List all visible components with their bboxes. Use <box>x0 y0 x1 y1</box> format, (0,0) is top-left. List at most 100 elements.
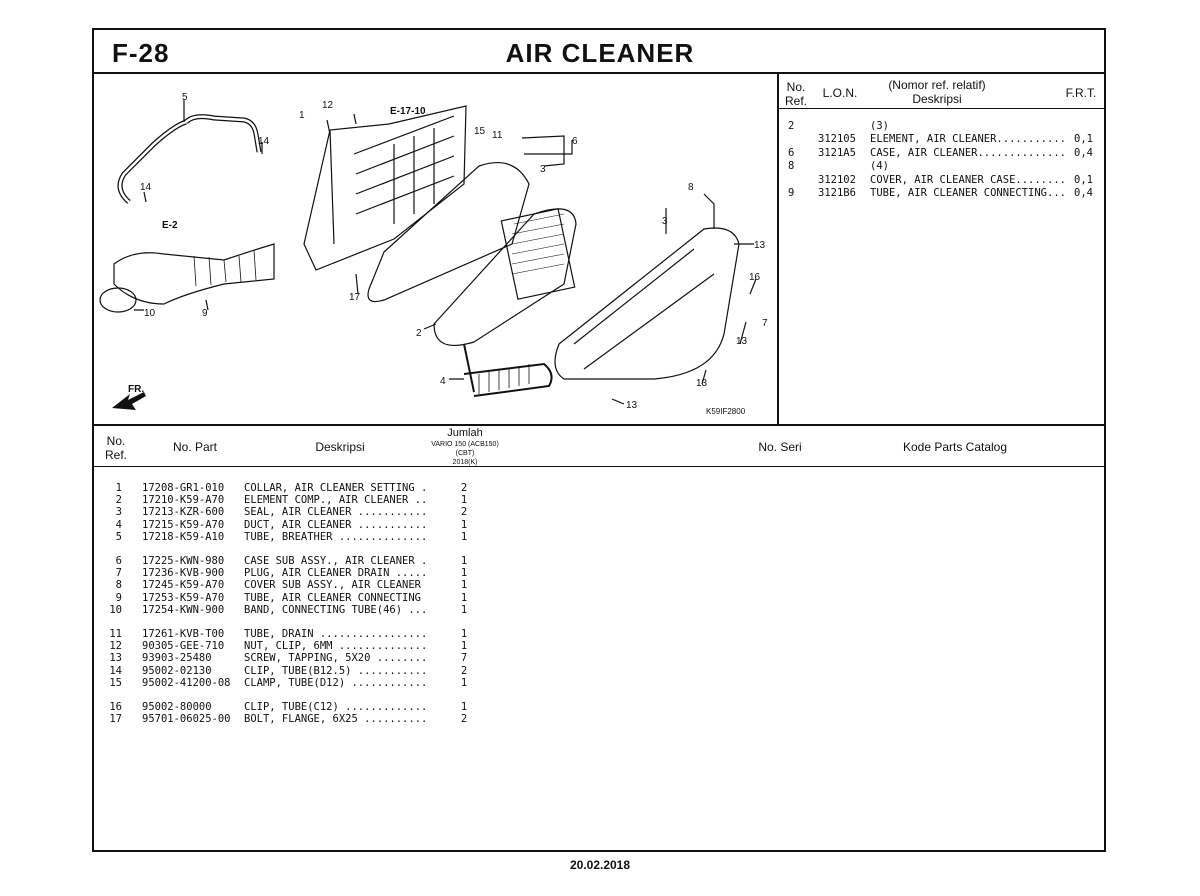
part-number: 17253-K59-A70 <box>142 591 225 604</box>
part-quantity: 2 <box>460 664 468 677</box>
part-ref-number: 8 <box>115 579 122 592</box>
part-description: CLIP, TUBE(B12.5) ........... <box>244 664 428 677</box>
callout: 13 <box>754 240 766 251</box>
part-ref-number: 5 <box>115 530 122 543</box>
part-description: COVER SUB ASSY., AIR CLEANER <box>244 579 428 592</box>
part-quantity: 1 <box>460 676 468 689</box>
part-quantity: 1 <box>460 567 468 580</box>
callout: 13 <box>626 400 638 411</box>
part-quantity: 2 <box>460 506 468 519</box>
part-quantity: 1 <box>460 579 468 592</box>
table-row: 2 17210-K59-A70 ELEMENT COMP., AIR CLEANER… <box>100 494 474 506</box>
table-row: 17 95701-06025-00 BOLT, FLANGE, 6X25 .....… <box>100 713 474 725</box>
parts-header-top <box>92 424 1106 426</box>
callout: 3 <box>540 164 546 175</box>
part-quantity: 1 <box>460 555 468 567</box>
print-date: 20.02.2018 <box>569 858 631 872</box>
part-number: 95002-80000 <box>142 701 212 713</box>
callout: 10 <box>144 308 156 319</box>
relative-row-cell: 312102 <box>818 173 856 186</box>
air-cleaner-cover <box>554 227 740 380</box>
rel-header-no-ref: No. Ref. <box>784 80 807 108</box>
part-ref-number: 11 <box>109 628 122 640</box>
band-clamp <box>99 287 137 313</box>
part-ref-number: 4 <box>115 518 122 531</box>
part-ref-number: 6 <box>115 555 122 567</box>
part-quantity: 1 <box>460 628 468 640</box>
part-ref-number: 9 <box>115 591 122 604</box>
part-number: 17225-KWN-980 <box>142 555 225 567</box>
part-number: 17245-K59-A70 <box>142 579 225 592</box>
part-ref-number: 2 <box>115 494 122 507</box>
relative-row-cell: CASE, AIR CLEANER.............. <box>870 146 1066 159</box>
part-ref-number: 13 <box>109 652 122 665</box>
callout: 8 <box>688 182 694 193</box>
relative-row-cell: TUBE, AIR CLEANER CONNECTING... <box>870 187 1066 199</box>
breather-tube-outline <box>185 115 261 153</box>
relative-row-cell: 0,4 <box>1074 187 1093 199</box>
part-description: CLIP, TUBE(C12) ............. <box>244 701 428 713</box>
callout: E-17-10 <box>390 106 426 117</box>
part-description: SCREW, TAPPING, 5X20 ........ <box>244 652 428 665</box>
part-number: 93903-25480 <box>142 652 212 665</box>
callout: 9 <box>202 308 208 319</box>
callout: 4 <box>440 376 446 387</box>
part-number: 95002-02130 <box>142 664 212 677</box>
part-description: ELEMENT COMP., AIR CLEANER .. <box>244 494 428 507</box>
part-number: 17254-KWN-900 <box>142 603 225 616</box>
relative-row-cell: 3121B6 <box>818 187 856 199</box>
part-number: 90305-GEE-710 <box>142 640 225 653</box>
part-number: 17261-KVB-T00 <box>142 628 225 640</box>
relative-row-cell: ELEMENT, AIR CLEANER........... <box>870 133 1066 146</box>
part-quantity: 1 <box>460 640 468 653</box>
fr-arrow <box>112 392 146 410</box>
part-number: 95701-06025-00 <box>142 713 231 726</box>
callout: 13 <box>696 378 708 389</box>
callout: 1 <box>299 110 305 121</box>
part-quantity: 1 <box>460 518 468 531</box>
connecting-tube <box>113 243 275 305</box>
part-quantity: 2 <box>460 713 468 726</box>
part-number: 17215-K59-A70 <box>142 518 225 531</box>
part-quantity: 2 <box>460 482 468 494</box>
header-divider <box>92 72 1106 74</box>
part-number: 95002-41200-08 <box>142 676 231 689</box>
part-quantity: 1 <box>460 494 468 507</box>
callout: 14 <box>140 182 152 193</box>
part-quantity: 1 <box>460 530 468 543</box>
rel-header-desc: (Nomor ref. relatif) Deskripsi <box>888 78 986 106</box>
page-title: AIR CLEANER <box>505 38 695 68</box>
callout: 13 <box>736 336 748 347</box>
callout: 15 <box>474 126 486 137</box>
callout: 17 <box>349 292 361 303</box>
relative-row-cell: 312105 <box>818 133 856 146</box>
part-ref-number: 17 <box>109 713 122 726</box>
part-description: NUT, CLIP, 6MM .............. <box>244 640 428 653</box>
callout: E-2 <box>162 220 178 231</box>
part-number: 17236-KVB-900 <box>142 567 225 580</box>
table-row: 8 17245-K59-A70 COVER SUB ASSY., AIR CLEAN… <box>100 579 474 591</box>
relative-row-cell: 2 <box>788 120 795 132</box>
callout: 14 <box>258 136 270 147</box>
table-row: 13 93903-25480 SCREW, TAPPING, 5X20 ......… <box>100 652 474 664</box>
part-description: BOLT, FLANGE, 6X25 .......... <box>244 713 428 726</box>
air-cleaner-duct <box>463 343 553 397</box>
part-description: TUBE, AIR CLEANER CONNECTING <box>244 591 428 604</box>
table-row: 9 17253-K59-A70 TUBE, AIR CLEANER CONNECTI… <box>100 592 474 604</box>
part-quantity: 1 <box>460 603 468 616</box>
part-description: COLLAR, AIR CLEANER SETTING . <box>244 482 428 494</box>
part-quantity: 7 <box>460 652 468 665</box>
part-number: 17210-K59-A70 <box>142 494 225 507</box>
relative-row-cell: 3121A5 <box>818 146 856 159</box>
parts-header-part: No. Part <box>172 440 217 454</box>
parts-header-desc: Deskripsi <box>315 440 365 454</box>
callout: 7 <box>762 318 768 329</box>
